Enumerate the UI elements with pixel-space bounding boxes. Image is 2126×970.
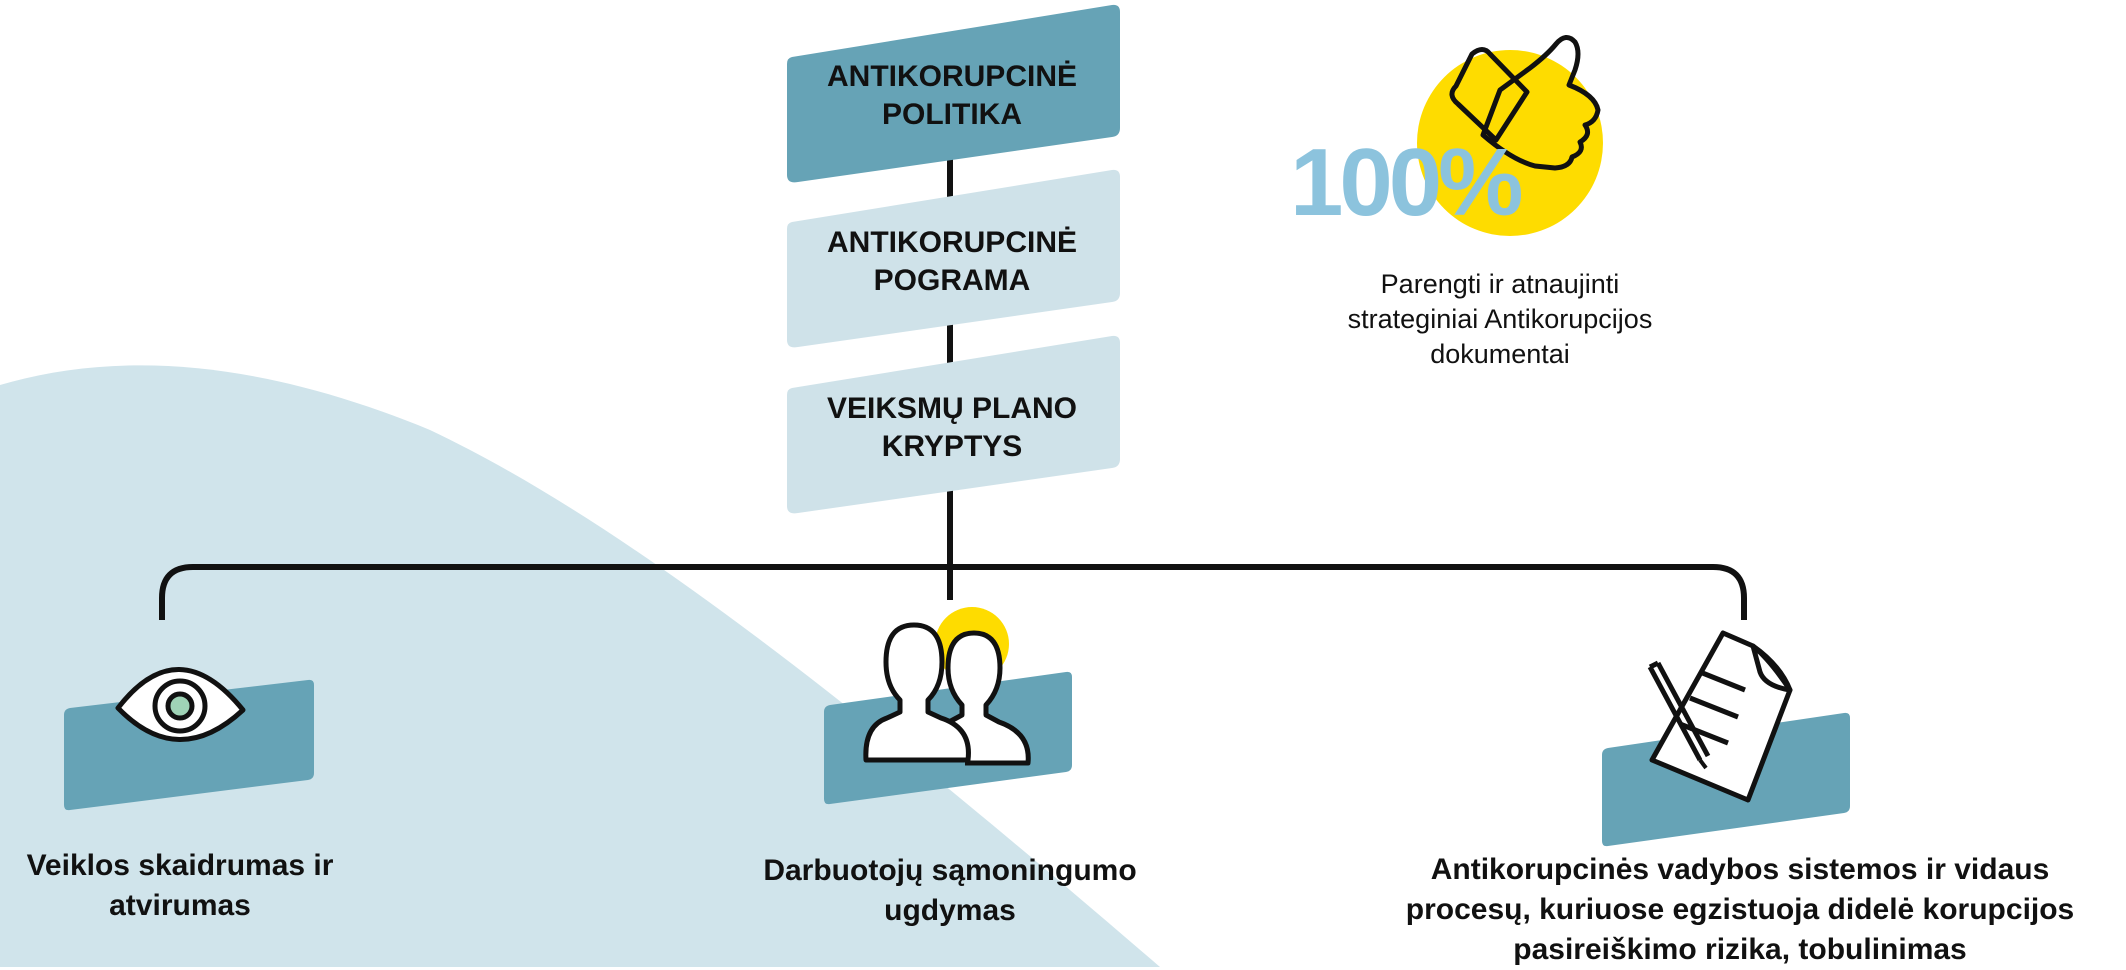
direction-caption-3: Antikorupcinės vadybos sistemos ir vidau… — [1405, 853, 2075, 966]
connector-bracket — [159, 564, 1747, 620]
thumbs-up-icon — [1417, 35, 1603, 236]
box-veiksmu-plano-kryptys — [787, 335, 1120, 514]
direction-caption-2: Darbuotojų sąmoningumo ugdymas — [763, 854, 1137, 927]
direction-caption-1: Veiklos skaidrumas ir atvirumas — [26, 849, 334, 922]
box-antikorupcine-politika — [787, 4, 1120, 183]
level-label-kryptys: VEIKSMŲ PLANO KRYPTYS — [826, 392, 1078, 463]
level-label-pograma: ANTIKORUPCINĖ POGRAMA — [826, 226, 1077, 297]
document-pen-icon — [1647, 630, 1793, 803]
stat-caption: Parengti ir atnaujinti strateginiai Anti… — [1347, 269, 1653, 369]
box-antikorupcine-pograma — [787, 169, 1120, 348]
eye-icon — [115, 667, 246, 742]
stat-value: 100% — [1290, 129, 1524, 236]
level-label-politika: ANTIKORUPCINĖ POLITIKA — [826, 60, 1077, 131]
people-icon — [863, 607, 1031, 766]
